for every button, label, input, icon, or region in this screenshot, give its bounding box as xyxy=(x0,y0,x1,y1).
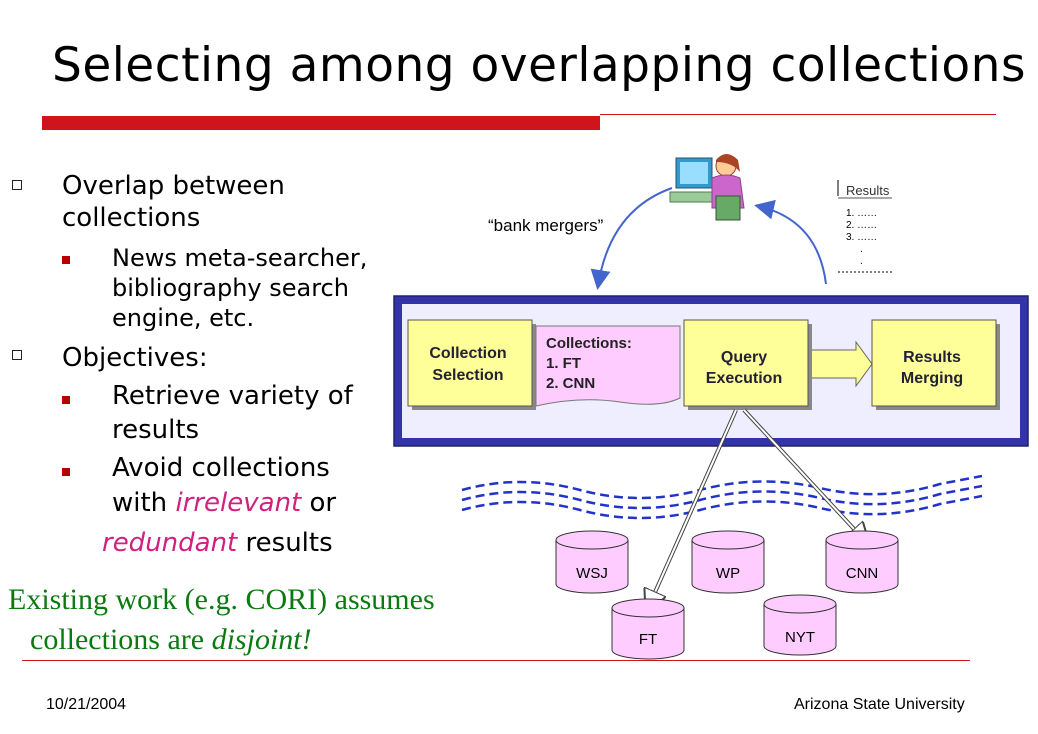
title-underline-rule xyxy=(600,114,996,115)
results-title: Results xyxy=(846,183,890,198)
database-label: FT xyxy=(639,631,657,648)
retrieval-arrows xyxy=(648,408,866,608)
bullet-square-icon xyxy=(12,180,22,190)
sub-bullet-icon xyxy=(62,256,70,264)
database-cnn: CNN xyxy=(825,530,899,594)
database-label: WP xyxy=(716,565,740,582)
results-merging-label: Results xyxy=(903,349,961,366)
user-at-computer-icon xyxy=(669,154,745,221)
database-label: NYT xyxy=(785,629,815,646)
bullet-square-icon xyxy=(12,350,22,360)
existing-work-note: Existing work (e.g. CORI) assumes collec… xyxy=(8,580,435,660)
result-line: . xyxy=(860,256,863,267)
database-label: CNN xyxy=(846,565,879,582)
sub-bullet-news: News meta-searcher, xyxy=(112,244,368,272)
bullet-objectives: Objectives: xyxy=(62,343,208,373)
footer-organization: Arizona State University xyxy=(794,696,965,713)
query-label: “bank mergers” xyxy=(488,216,604,235)
sub-bullet-icon xyxy=(62,396,70,404)
sub-bullet-retrieve-cont: results xyxy=(112,415,200,445)
network-wave xyxy=(461,474,983,520)
database-wsj: WSJ xyxy=(555,530,629,594)
results-merging-label: Merging xyxy=(901,370,963,387)
sub-bullet-avoid-cont2: redundant results xyxy=(102,528,333,558)
collections-note: Collections: 1. FT 2. CNN xyxy=(535,325,681,407)
slide-title: Selecting among overlapping collections xyxy=(52,38,1026,93)
collection-selection-box: Collection Selection xyxy=(407,319,536,410)
result-line: 2. …… xyxy=(846,220,877,231)
database-ft: FT xyxy=(611,598,685,660)
title-underline-bar xyxy=(42,116,600,130)
database-nyt: NYT xyxy=(763,594,837,656)
collections-note-title: Collections: xyxy=(546,335,632,352)
collections-note-item: 2. CNN xyxy=(546,375,595,392)
database-wp: WP xyxy=(691,530,765,594)
sub-bullet-avoid-cont: with irrelevant or xyxy=(112,488,337,518)
query-execution-box: Query Execution xyxy=(683,319,812,410)
sub-bullet-avoid: Avoid collections xyxy=(112,453,330,483)
existing-line-2: collections are disjoint! xyxy=(30,623,312,656)
results-merging-box: Results Merging xyxy=(871,319,1000,410)
footer-date: 10/21/2004 xyxy=(46,696,127,713)
results-list: Results 1. …… 2. …… 3. …… . . xyxy=(837,180,892,273)
bullet-overlap-cont: collections xyxy=(62,203,201,233)
result-line: 1. …… xyxy=(846,208,877,219)
query-execution-label: Execution xyxy=(706,370,782,387)
sub-bullet-icon xyxy=(62,468,70,476)
sub-bullet-news-cont2: engine, etc. xyxy=(112,304,255,332)
result-line: 3. …… xyxy=(846,232,877,243)
sub-bullet-news-cont: bibliography search xyxy=(112,274,349,302)
database-label: WSJ xyxy=(576,565,608,582)
bullet-overlap: Overlap between xyxy=(62,171,285,201)
footer-rule xyxy=(22,660,970,661)
existing-line-1: Existing work (e.g. CORI) assumes xyxy=(8,583,435,616)
query-execution-label: Query xyxy=(721,349,767,366)
collection-selection-label: Collection xyxy=(429,345,506,362)
result-line: . xyxy=(860,244,863,255)
sub-bullet-retrieve: Retrieve variety of xyxy=(112,381,353,411)
collections-note-item: 1. FT xyxy=(546,355,581,372)
collection-selection-label: Selection xyxy=(432,367,503,384)
